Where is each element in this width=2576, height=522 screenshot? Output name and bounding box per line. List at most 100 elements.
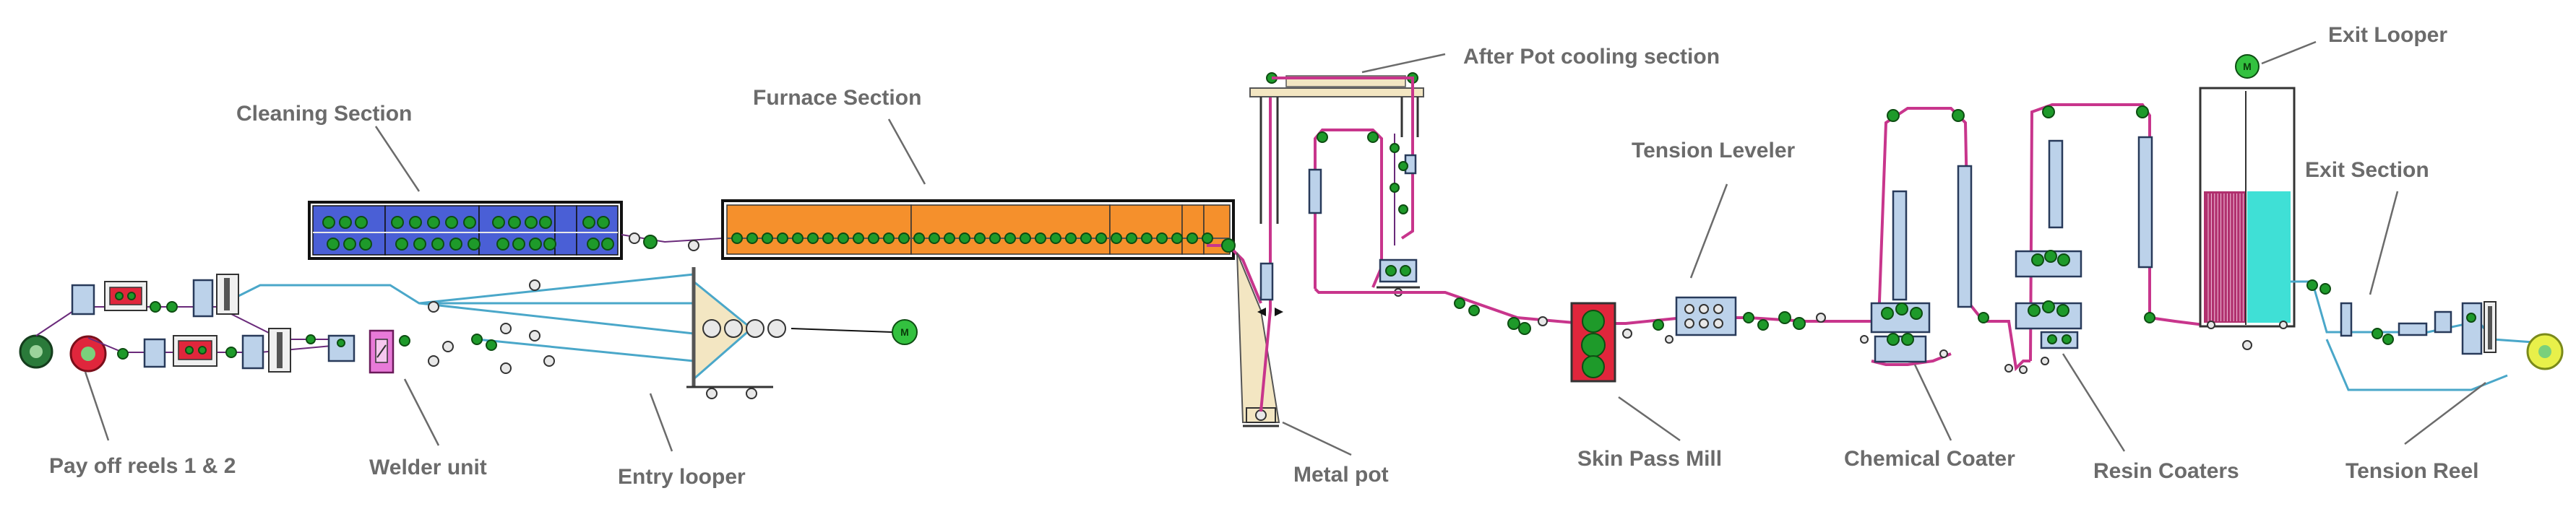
cleaning-roll	[427, 216, 440, 229]
label-exit-section: Exit Section	[2305, 158, 2429, 182]
furnace-roll	[1050, 232, 1061, 244]
furnace-roll	[1141, 232, 1153, 244]
furnace-roll	[746, 232, 758, 244]
cleaning-roll	[391, 216, 404, 229]
cleaning-roll	[463, 216, 476, 229]
furnace-roll	[959, 232, 970, 244]
looper-idle-roll	[529, 330, 540, 342]
metal-pot-and-cooling	[1236, 72, 1424, 427]
furnace-roll	[1202, 232, 1213, 244]
label-after-pot-cooling: After Pot cooling section	[1463, 45, 1720, 69]
furnace-section	[621, 199, 1262, 304]
svg-text:M: M	[900, 326, 909, 338]
label-pay-off-reels: Pay off reels 1 & 2	[49, 454, 236, 478]
svg-text:M: M	[2243, 61, 2252, 72]
cleaning-roll	[413, 238, 426, 251]
furnace-roll	[762, 232, 773, 244]
label-furnace-section: Furnace Section	[753, 86, 921, 110]
furnace-roll	[1186, 232, 1198, 244]
entry-section	[19, 274, 477, 374]
furnace-roll	[1020, 232, 1031, 244]
furnace-roll	[731, 232, 743, 244]
cleaning-roll	[355, 216, 368, 229]
entry-looper-motor	[892, 319, 918, 345]
cleaning-roll	[339, 216, 352, 229]
cleaning-roll	[343, 238, 356, 251]
cleaning-roll	[395, 238, 408, 251]
looper-idle-roll	[500, 362, 512, 374]
furnace-roll	[929, 232, 940, 244]
furnace-roll	[1156, 232, 1168, 244]
furnace-roll	[853, 232, 864, 244]
entry-looper: M	[418, 267, 918, 399]
furnace-roll	[944, 232, 955, 244]
furnace-roll	[868, 232, 879, 244]
looper-idle-roll	[543, 355, 555, 367]
looper-carriage-roll	[724, 319, 743, 338]
furnace-roll	[807, 232, 819, 244]
cleaning-roll	[508, 216, 521, 229]
looper-idle-roll	[442, 341, 454, 352]
cleaning-roll	[327, 238, 340, 251]
furnace-roll	[974, 232, 986, 244]
label-metal-pot: Metal pot	[1293, 463, 1389, 487]
furnace-roll	[837, 232, 849, 244]
cleaning-roll	[582, 216, 595, 229]
label-cleaning-section: Cleaning Section	[236, 102, 412, 126]
label-chemical-coater: Chemical Coater	[1844, 447, 2015, 471]
furnace-roll	[1171, 232, 1183, 244]
label-resin-coaters: Resin Coaters	[2093, 459, 2239, 483]
furnace-roll	[913, 232, 925, 244]
callouts: Cleaning Section Furnace Section After P…	[49, 23, 2486, 489]
exit-looper-motor	[2235, 54, 2260, 79]
furnace-roll	[1111, 232, 1122, 244]
furnace-roll	[792, 232, 804, 244]
cleaning-roll	[449, 238, 462, 251]
chemical-coater	[1857, 107, 2030, 374]
cleaning-roll	[543, 238, 556, 251]
furnace-roll	[1004, 232, 1016, 244]
cleaning-roll	[468, 238, 481, 251]
furnace-roll	[898, 232, 910, 244]
furnace-roll	[1080, 232, 1092, 244]
cleaning-roll	[597, 216, 610, 229]
furnace-roll	[1126, 232, 1137, 244]
furnace-roll	[777, 232, 788, 244]
cleaning-roll	[601, 238, 614, 251]
furnace-roll	[989, 232, 1001, 244]
cleaning-roll	[512, 238, 525, 251]
looper-idle-roll	[428, 301, 439, 313]
label-tension-leveler: Tension Leveler	[1632, 139, 1796, 162]
looper-carriage-roll	[702, 319, 721, 338]
looper-idle-roll	[529, 279, 540, 291]
cleaning-roll	[445, 216, 458, 229]
label-skin-pass-mill: Skin Pass Mill	[1577, 447, 1722, 471]
cleaning-roll	[492, 216, 505, 229]
cleaning-roll	[496, 238, 509, 251]
looper-carriage-roll	[746, 319, 764, 338]
cleaning-roll	[359, 238, 372, 251]
cleaning-roll	[431, 238, 444, 251]
looper-carriage-roll	[767, 319, 786, 338]
label-entry-looper: Entry looper	[618, 465, 746, 489]
cleaning-roll	[587, 238, 600, 251]
furnace-roll	[883, 232, 895, 244]
looper-idle-roll	[428, 355, 439, 367]
furnace-roll	[1095, 232, 1107, 244]
label-tension-reel: Tension Reel	[2345, 459, 2478, 483]
looper-drive-roll	[471, 334, 483, 345]
skin-pass-and-leveler	[1314, 287, 1857, 383]
looper-idle-roll	[500, 323, 512, 334]
furnace-roll	[1035, 232, 1046, 244]
cleaning-roll	[322, 216, 335, 229]
resin-coaters	[2015, 103, 2205, 365]
label-welder-unit: Welder unit	[369, 456, 487, 479]
cleaning-roll	[525, 216, 538, 229]
cleaning-roll	[539, 216, 552, 229]
cleaning-section	[308, 201, 623, 260]
exit-looper: M	[2199, 54, 2296, 350]
cleaning-roll	[409, 216, 422, 229]
label-exit-looper: Exit Looper	[2328, 23, 2447, 47]
tension-leveler	[1675, 296, 1737, 336]
